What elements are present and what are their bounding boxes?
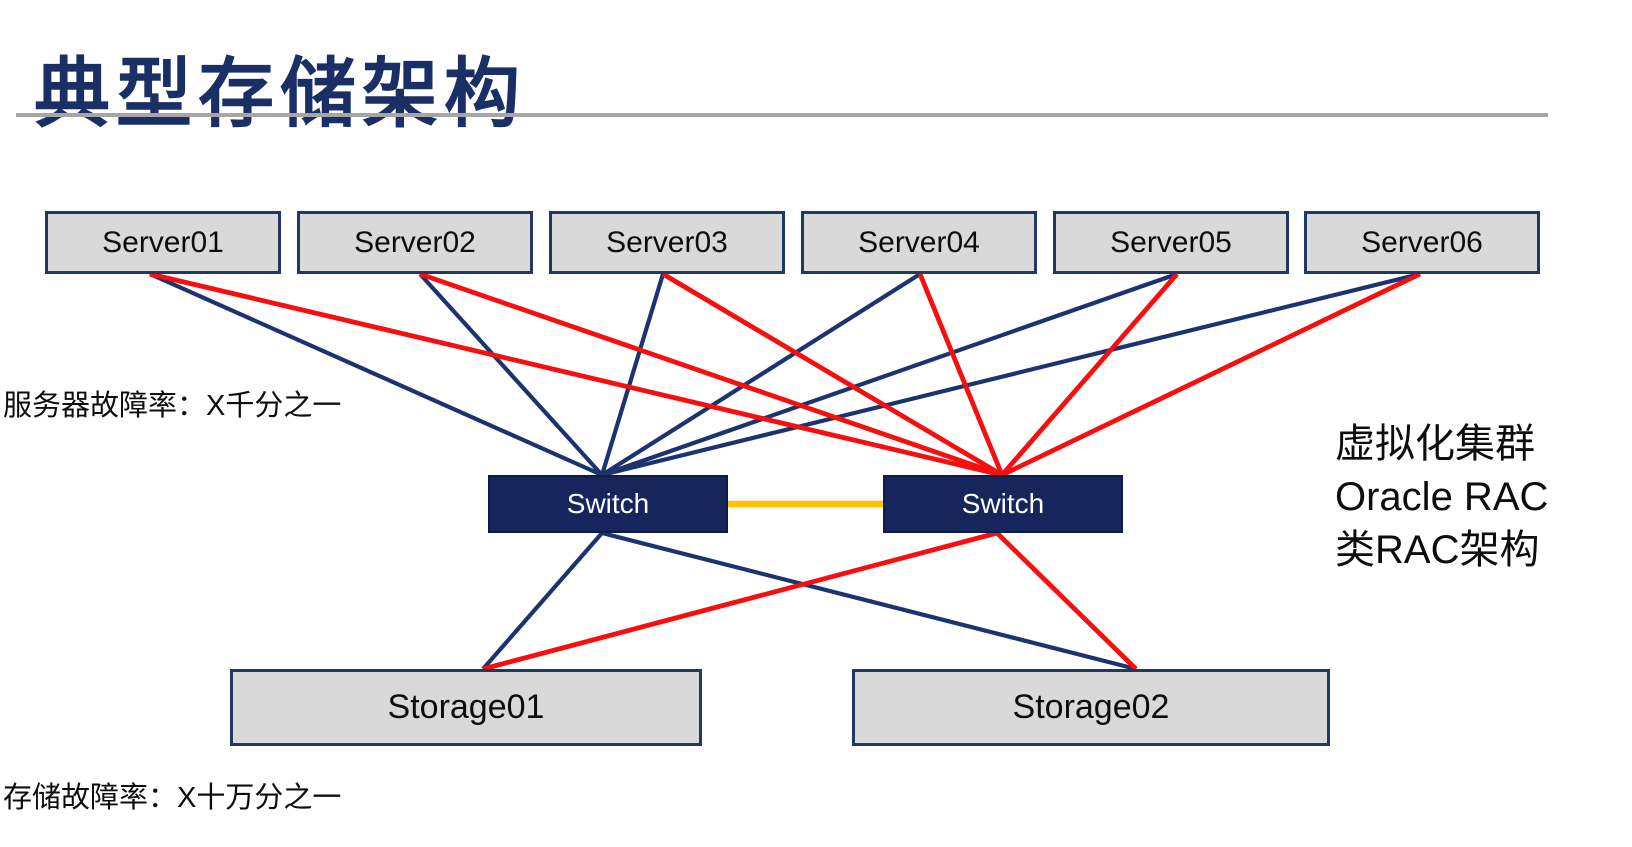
server-label: Server04 bbox=[858, 225, 980, 259]
storage-label: Storage02 bbox=[1012, 688, 1170, 726]
switch-node-left: Switch bbox=[488, 475, 728, 533]
title-divider bbox=[16, 113, 1548, 117]
server-node-4: Server04 bbox=[801, 211, 1037, 274]
edge-server2-switch2 bbox=[419, 271, 1003, 478]
cluster-note: 虚拟化集群 Oracle RAC 类RAC架构 bbox=[1335, 418, 1548, 577]
edge-server4-switch1 bbox=[600, 272, 922, 477]
edge-server6-switch1 bbox=[601, 271, 1421, 478]
server-node-1: Server01 bbox=[45, 211, 281, 274]
server-node-6: Server06 bbox=[1304, 211, 1540, 274]
edge-server4-switch2 bbox=[917, 273, 1005, 476]
server-label: Server03 bbox=[606, 225, 728, 259]
storage-node-1: Storage01 bbox=[230, 669, 702, 746]
storage-node-2: Storage02 bbox=[852, 669, 1330, 746]
server-node-2: Server02 bbox=[297, 211, 533, 274]
switch-node-right: Switch bbox=[883, 475, 1123, 533]
storage-failure-note: 存储故障率：X十万分之一 bbox=[3, 782, 342, 814]
server-label: Server02 bbox=[354, 225, 476, 259]
server-node-3: Server03 bbox=[549, 211, 785, 274]
edge-server3-switch1 bbox=[599, 273, 666, 476]
cluster-note-line-3: 类RAC架构 bbox=[1335, 528, 1540, 572]
edge-server1-switch1 bbox=[149, 272, 603, 477]
edge-server3-switch2 bbox=[661, 271, 1004, 478]
server-node-5: Server05 bbox=[1053, 211, 1289, 274]
switch-label: Switch bbox=[961, 488, 1045, 519]
server-label: Server06 bbox=[1361, 225, 1483, 259]
edge-server5-switch2 bbox=[1000, 272, 1179, 477]
edge-switch1-storage2 bbox=[601, 530, 1137, 672]
edge-switch2-storage1 bbox=[482, 530, 998, 672]
server-label: Server01 bbox=[102, 225, 224, 259]
page-title: 典型存储架构 bbox=[34, 51, 526, 137]
edge-server6-switch2 bbox=[1000, 271, 1422, 478]
edge-server1-switch2 bbox=[149, 271, 1003, 478]
edge-switch2-storage2 bbox=[995, 531, 1138, 671]
storage-label: Storage01 bbox=[387, 688, 545, 726]
server-failure-note: 服务器故障率：X千分之一 bbox=[3, 390, 342, 422]
cluster-note-line-2: Oracle RAC bbox=[1335, 475, 1549, 519]
server-label: Server05 bbox=[1110, 225, 1232, 259]
edge-switch1-storage1 bbox=[481, 531, 604, 671]
edge-server2-switch1 bbox=[418, 272, 604, 477]
cluster-note-line-1: 虚拟化集群 bbox=[1335, 422, 1535, 466]
edge-server5-switch1 bbox=[601, 272, 1178, 477]
switch-label: Switch bbox=[566, 488, 650, 519]
